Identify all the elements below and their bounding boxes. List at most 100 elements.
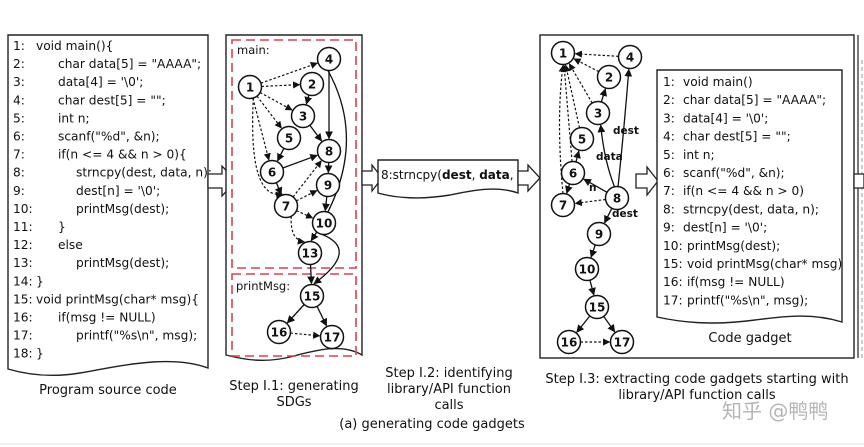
gadget-caption: Code gadget <box>708 331 791 346</box>
sdg-edges <box>252 61 348 339</box>
source-line-code: char data[5] = "AAAA"; <box>58 57 201 71</box>
sdg-node-3: 3 <box>290 103 316 129</box>
svg-text:8: 8 <box>325 145 333 159</box>
edge-6-7 <box>565 183 573 194</box>
source-line-code: printMsg(dest); <box>76 256 169 270</box>
source-line-number: 6: <box>13 130 25 144</box>
edge-8-7 <box>574 198 606 207</box>
gadget-line-number: 10: <box>663 239 683 253</box>
svg-text:5: 5 <box>285 132 293 146</box>
source-line-number: 17: <box>13 329 33 343</box>
gadget-line-number: 7: <box>663 184 675 198</box>
api-caption-line1: Step I.2: identifying <box>385 366 512 381</box>
source-line-code: dest[n] = '\0'; <box>76 184 160 198</box>
svg-text:4: 4 <box>626 51 634 65</box>
source-line-code: if(n <= 4 && n > 0){ <box>58 148 187 162</box>
edge-5-1 <box>563 64 581 128</box>
source-line-code: int n; <box>58 111 90 125</box>
source-line-code: } <box>36 274 44 288</box>
source-line-code: scanf("%d", &n); <box>58 130 160 144</box>
svg-text:4: 4 <box>325 53 333 67</box>
main-function-box <box>231 39 357 269</box>
svg-text:10: 10 <box>579 263 596 277</box>
gadget-document-shape <box>656 69 843 324</box>
flow-arrow-2 <box>361 163 383 193</box>
source-line-number: 9: <box>13 184 25 198</box>
gadget-inner-arrow <box>635 165 659 197</box>
watermark: 知乎 @鸭鸭 <box>722 399 828 423</box>
sdg-node-15: 15 <box>299 283 325 309</box>
edge-2-1 <box>573 58 600 73</box>
edge-1-5 <box>256 95 282 129</box>
sdg-node-16: 16 <box>266 319 292 345</box>
svg-text:16: 16 <box>271 326 288 340</box>
gadget-line-code: scanf("%d", &n); <box>683 166 785 180</box>
source-code-lines: 1:void main(){2:char data[5] = "AAAA";3:… <box>13 39 212 361</box>
edge-3-8 <box>309 124 323 142</box>
edge-1-3 <box>259 91 293 111</box>
edge-15-17 <box>603 315 616 333</box>
gadget-node-4: 4 <box>617 44 643 70</box>
edge-9-10 <box>322 196 330 212</box>
edge-6-7 <box>274 182 283 196</box>
edge-8-3 <box>597 124 616 188</box>
sdg-node-13: 13 <box>297 240 323 266</box>
gadget-line-code: printf("%s\n", msg); <box>687 293 808 307</box>
gadget-line-code: if(msg != NULL) <box>687 275 785 289</box>
sdg-node-2: 2 <box>299 71 325 97</box>
svg-text:10: 10 <box>316 217 333 231</box>
svg-text:1: 1 <box>559 47 567 61</box>
gadget-line-code: printMsg(dest); <box>687 239 780 253</box>
gadget-line-number: 4: <box>663 130 675 144</box>
gadget-node-2: 2 <box>596 64 622 90</box>
svg-text:17: 17 <box>614 336 631 350</box>
edge-9-10 <box>589 244 598 258</box>
flow-arrow-3 <box>517 163 541 193</box>
sdg-caption-line1: Step I.1: generating <box>229 379 358 394</box>
api-caption-line2: library/API function <box>387 382 511 397</box>
source-line-number: 8: <box>13 166 25 180</box>
gadget-line-code: if(n <= 4 && n > 0) <box>683 184 804 198</box>
svg-text:7: 7 <box>559 199 567 213</box>
gadget-node-16: 16 <box>556 329 582 355</box>
source-line-number: 16: <box>13 311 33 325</box>
svg-text:6: 6 <box>268 166 276 180</box>
gadget-line-number: 15: <box>663 257 683 271</box>
svg-text:2: 2 <box>308 78 316 92</box>
sdg-node-10: 10 <box>311 210 337 236</box>
source-line-number: 15: <box>13 292 33 306</box>
svg-text:9: 9 <box>324 179 332 193</box>
source-line-number: 5: <box>13 111 25 125</box>
edge-15-16 <box>576 315 591 333</box>
gadget-node-9: 9 <box>586 221 612 247</box>
sdg-node-7: 7 <box>273 193 299 219</box>
edge-8-4 <box>617 68 633 187</box>
edge-label-n: n <box>589 182 596 194</box>
figure-caption: (a) generating code gadgets <box>339 417 525 432</box>
gadget-node-15: 15 <box>584 294 610 320</box>
source-line-code: data[4] = '\0'; <box>58 75 143 89</box>
edge-15-16 <box>286 304 305 324</box>
gadget-line-code: char data[5] = "AAAA"; <box>683 93 826 107</box>
api-call-text: 8:strncpy(dest, data, n); <box>381 168 535 182</box>
edge-1-2 <box>261 81 301 89</box>
source-line-code: void printMsg(char* msg){ <box>36 292 199 306</box>
gadget-line-number: 5: <box>663 148 675 162</box>
edge-3-1 <box>568 63 593 104</box>
gadget-node-17: 17 <box>609 329 635 355</box>
next-panel-partial <box>853 35 864 360</box>
source-line-code: printMsg(dest); <box>76 202 169 216</box>
svg-text:15: 15 <box>589 301 606 315</box>
edge-7-8 <box>292 160 322 198</box>
edge-6-5 <box>573 150 581 163</box>
sdg-node-4: 4 <box>316 46 342 72</box>
gadget-code-lines: 1:void main()2:char data[5] = "AAAA";3:d… <box>663 75 842 307</box>
edge-7-13 <box>290 216 306 245</box>
svg-text:13: 13 <box>302 247 319 261</box>
edge-10-15 <box>313 233 340 285</box>
gadget-line-code: dest[n] = '\0'; <box>683 221 767 235</box>
api-call-panel: 8:strncpy(dest, data, n); Step I.2: iden… <box>377 159 535 413</box>
